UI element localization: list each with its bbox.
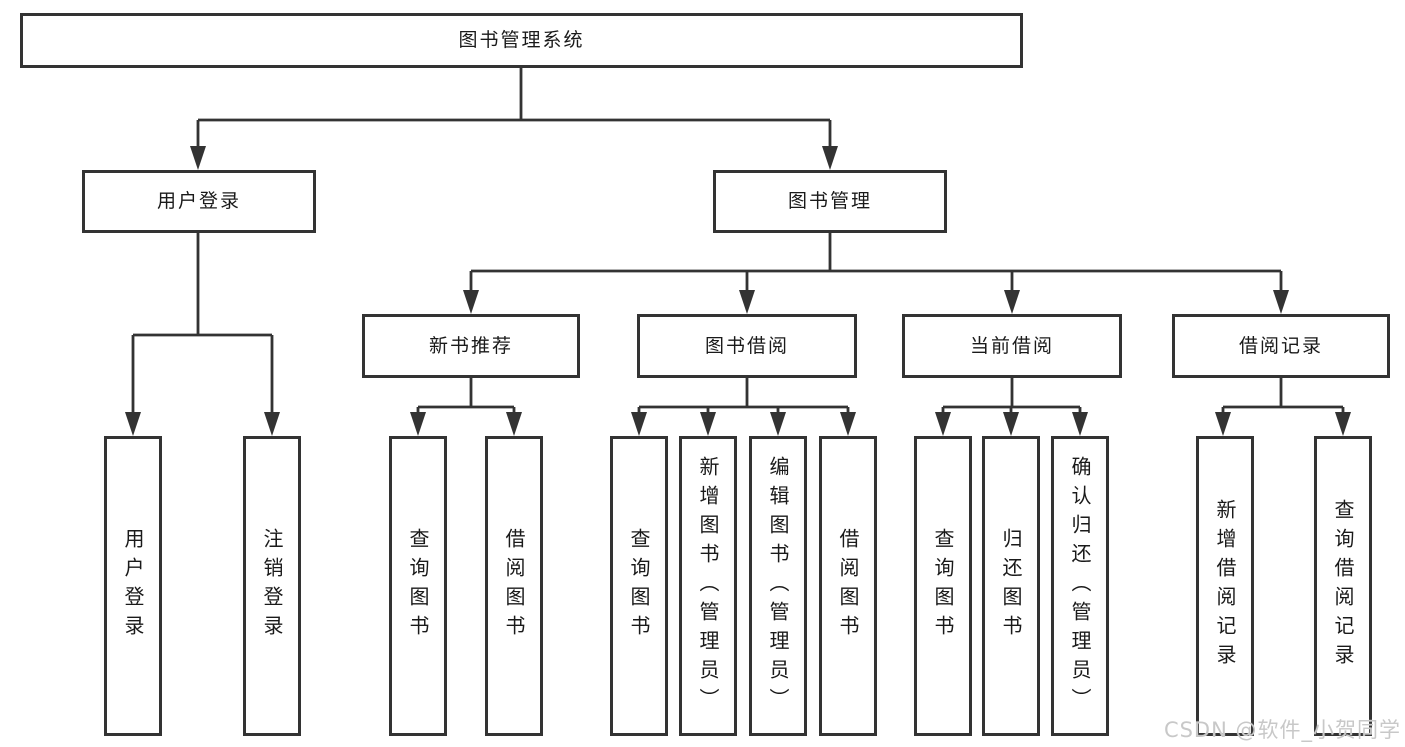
leaf-logout-login: 注销登录 bbox=[243, 436, 301, 736]
leaf-user-login: 用户登录 bbox=[104, 436, 162, 736]
leaf-edit-books-admin: 编辑图书（管理员） bbox=[749, 436, 807, 736]
leaf-borrow-books-borrowing: 借阅图书 bbox=[819, 436, 877, 736]
leaf-query-books-borrowing: 查询图书 bbox=[610, 436, 668, 736]
csdn-watermark: CSDN @软件_小贺同学 bbox=[1163, 718, 1401, 742]
leaf-borrow-books-recommend: 借阅图书 bbox=[485, 436, 543, 736]
node-user-login: 用户登录 bbox=[82, 170, 316, 233]
leaf-confirm-return-admin: 确认归还（管理员） bbox=[1051, 436, 1109, 736]
tree-edges bbox=[131, 68, 1345, 418]
arrowhead-icons bbox=[125, 146, 1351, 436]
node-borrowing-records: 借阅记录 bbox=[1172, 314, 1390, 378]
leaf-query-borrow-record: 查询借阅记录 bbox=[1314, 436, 1372, 736]
leaf-query-books-recommend: 查询图书 bbox=[389, 436, 447, 736]
leaf-add-borrow-record: 新增借阅记录 bbox=[1196, 436, 1254, 736]
leaf-add-books-admin: 新增图书（管理员） bbox=[679, 436, 737, 736]
node-book-borrowing: 图书借阅 bbox=[637, 314, 857, 378]
leaf-query-books-current: 查询图书 bbox=[914, 436, 972, 736]
leaf-return-books: 归还图书 bbox=[982, 436, 1040, 736]
node-new-book-recommendation: 新书推荐 bbox=[362, 314, 580, 378]
node-book-management: 图书管理 bbox=[713, 170, 947, 233]
node-library-system: 图书管理系统 bbox=[20, 13, 1023, 68]
node-current-borrowing: 当前借阅 bbox=[902, 314, 1122, 378]
